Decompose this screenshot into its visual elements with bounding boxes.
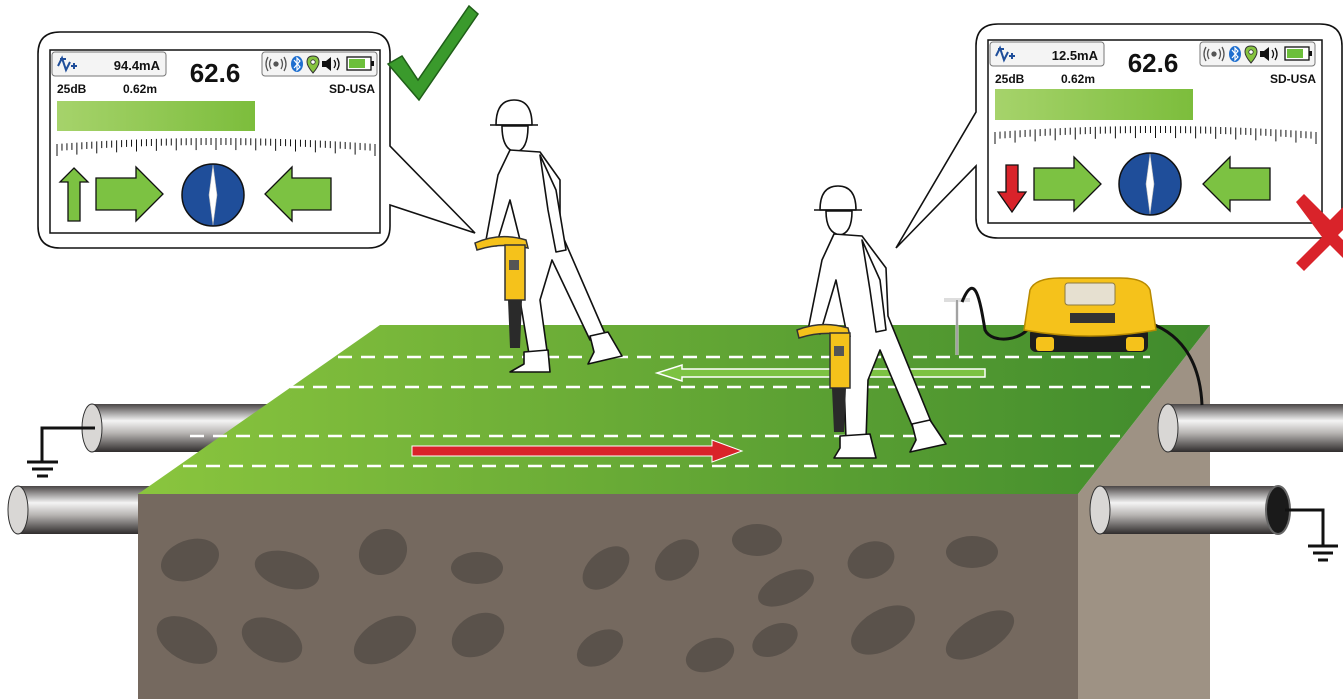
pipe-left-lower bbox=[8, 486, 158, 534]
locator-screen-left: 94.4mA 62.6 25dB 0.62m SD-USA bbox=[50, 50, 380, 233]
mode-label: SD-USA bbox=[329, 82, 375, 96]
mode-label: SD-USA bbox=[1270, 72, 1316, 86]
compass-icon bbox=[1119, 153, 1181, 215]
depth-readout: 0.62m bbox=[1061, 72, 1095, 86]
signal-strength-bar bbox=[995, 89, 1193, 120]
signal-reading: 62.6 bbox=[1128, 48, 1179, 78]
locator-screen-right: 12.5mA 62.6 25dB 0.62m SD-USA bbox=[988, 40, 1322, 223]
signal-reading: 62.6 bbox=[190, 58, 241, 88]
signal-strength-bar bbox=[57, 101, 255, 131]
bluetooth-icon bbox=[1229, 46, 1241, 62]
check-mark-icon bbox=[388, 6, 478, 100]
pipe-right-upper bbox=[1158, 404, 1343, 452]
soil-front-face bbox=[138, 494, 1078, 699]
pipe-right-lower bbox=[1090, 486, 1290, 534]
gain-readout: 25dB bbox=[57, 82, 87, 96]
depth-readout: 0.62m bbox=[123, 82, 157, 96]
battery-icon bbox=[1285, 47, 1312, 60]
current-readout: 12.5mA bbox=[1052, 48, 1099, 63]
bluetooth-icon bbox=[291, 56, 303, 72]
battery-icon bbox=[347, 57, 374, 70]
current-readout: 94.4mA bbox=[114, 58, 161, 73]
ground-symbol-right bbox=[1285, 510, 1338, 560]
gain-readout: 25dB bbox=[995, 72, 1025, 86]
compass-icon bbox=[182, 164, 244, 226]
transmitter-unit bbox=[1024, 278, 1156, 352]
